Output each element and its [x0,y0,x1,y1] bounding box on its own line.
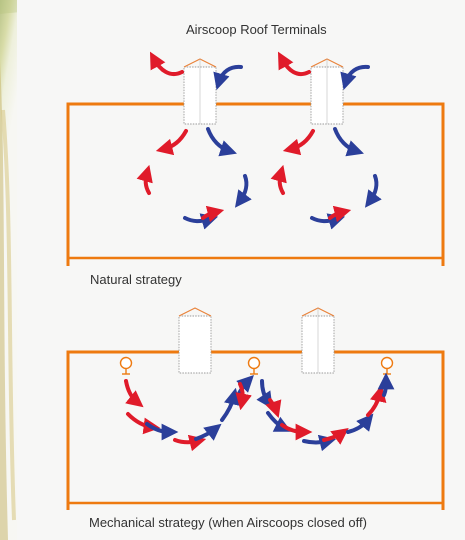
airscoop-terminal-icon [301,307,335,374]
warm-air-arrow-icon [277,51,311,77]
warm-air-arrow-icon [280,423,313,441]
mechanical-strategy-room [66,350,445,510]
mechanical-airflow-arrows [124,372,395,452]
cool-air-arrow-icon [213,64,243,91]
airscoop-terminal-icon [183,58,217,125]
cool-air-arrow-icon [145,422,179,441]
warm-air-arrow-icon [201,205,225,223]
warm-air-arrow-icon [124,379,144,408]
warm-air-arrow-icon [328,205,352,223]
cool-air-arrow-icon [194,423,222,441]
cool-air-arrow-icon [377,372,395,397]
cool-air-arrow-icon [220,387,241,422]
warm-air-arrow-icon [149,51,184,77]
cool-air-arrow-icon [234,174,252,208]
ceiling-diffuser-icon [380,356,394,375]
cool-air-arrow-icon [183,213,219,230]
cool-air-arrow-icon [256,379,273,409]
warm-air-arrow-icon [173,434,207,452]
warm-air-arrow-icon [235,382,252,411]
room-frame-bottom [66,350,445,510]
cool-air-arrow-icon [333,127,364,157]
cool-air-arrow-icon [340,64,370,91]
natural-airflow-arrows [136,51,382,230]
warm-air-arrow-icon [155,129,188,156]
roof-terminals-title: Airscoop Roof Terminals [186,22,327,37]
ceiling-diffuser-icon [119,356,133,375]
warm-air-arrow-icon [322,427,349,445]
cool-air-arrow-icon [310,213,346,230]
cool-air-arrow-icon [364,174,382,208]
airscoop-terminal-icon [178,307,212,374]
airscoop-terminal-icon [310,58,344,125]
room-frame-top [66,102,445,266]
natural-strategy-caption: Natural strategy [90,272,182,287]
warm-air-arrow-icon [270,164,287,195]
mechanical-strategy-caption: Mechanical strategy (when Airscoops clos… [89,515,367,530]
warm-air-arrow-icon [265,398,282,418]
ceiling-diffuser-icon [247,356,261,375]
cool-air-arrow-icon [346,413,374,434]
warm-air-arrow-icon [282,129,315,156]
warm-air-arrow-icon [136,164,153,195]
diagram-panel [17,0,465,540]
warm-air-arrow-icon [366,384,387,417]
natural-strategy-room [66,102,445,266]
cool-air-arrow-icon [206,127,237,157]
